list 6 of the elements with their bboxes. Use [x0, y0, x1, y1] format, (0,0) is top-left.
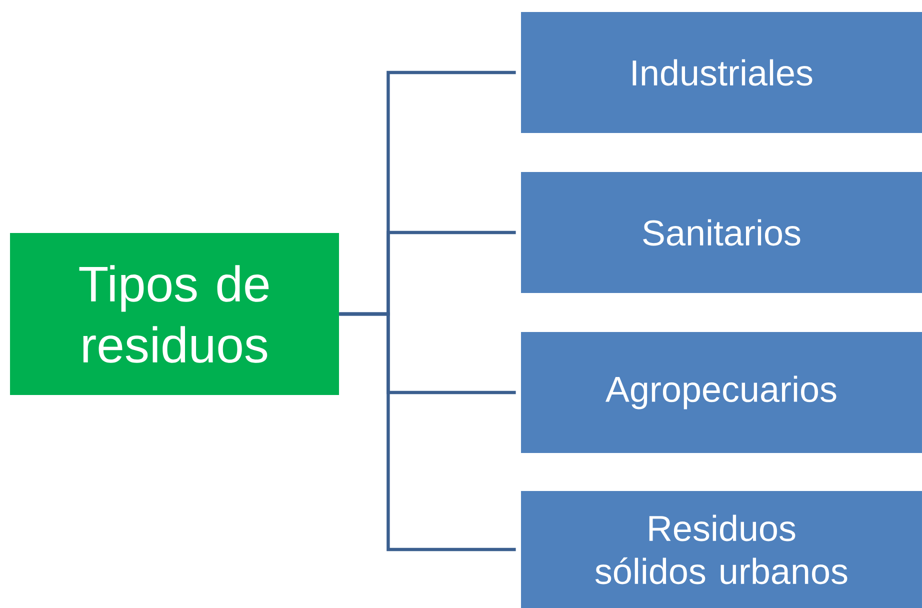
category-box: Tipos de residuos	[10, 233, 339, 395]
category-box: Sanitarios	[521, 172, 922, 293]
category-box: Agropecuarios	[521, 332, 922, 453]
connector-line	[339, 312, 516, 552]
category-box: Industriales	[521, 12, 922, 133]
category-box: Residuos sólidos urbanos	[521, 491, 922, 608]
